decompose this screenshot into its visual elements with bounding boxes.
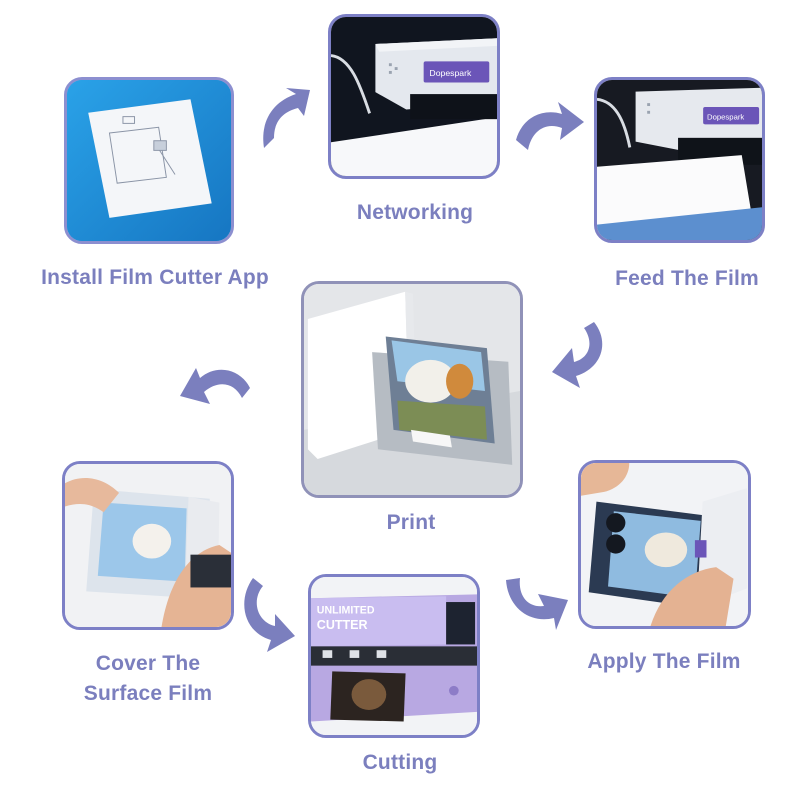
curved-arrow-icon <box>550 318 614 392</box>
curved-arrow-icon <box>178 360 254 416</box>
print-image <box>301 281 523 498</box>
cutting-label: Cutting <box>362 751 438 774</box>
curved-arrow-icon <box>500 574 570 634</box>
install-app-label: Install Film Cutter App <box>41 266 269 289</box>
cover-surface-film-label-line2: Surface Film <box>83 682 213 705</box>
svg-text:UNLIMITED: UNLIMITED <box>317 605 375 617</box>
feed-film-image: Dopespark <box>594 77 765 243</box>
curved-arrow-icon <box>252 86 312 168</box>
networking-label: Networking <box>356 201 474 224</box>
print-label: Print <box>386 511 436 534</box>
svg-text:CUTTER: CUTTER <box>317 618 368 632</box>
apply-film-image <box>578 460 751 629</box>
networking-image: Dopespark <box>328 14 500 179</box>
cutting-image: UNLIMITED CUTTER <box>308 574 480 738</box>
cover-surface-film-image <box>62 461 234 630</box>
film-cutter-app-icon <box>88 99 212 218</box>
curved-arrow-icon <box>235 576 299 656</box>
svg-text:Dopespark: Dopespark <box>429 68 472 78</box>
curved-arrow-icon <box>512 100 586 158</box>
apply-film-label: Apply The Film <box>587 650 741 673</box>
cover-surface-film-label-line1: Cover The <box>95 652 201 675</box>
svg-text:Dopespark: Dopespark <box>707 113 744 122</box>
install-app-image <box>64 77 234 244</box>
feed-film-label: Feed The Film <box>615 267 759 290</box>
